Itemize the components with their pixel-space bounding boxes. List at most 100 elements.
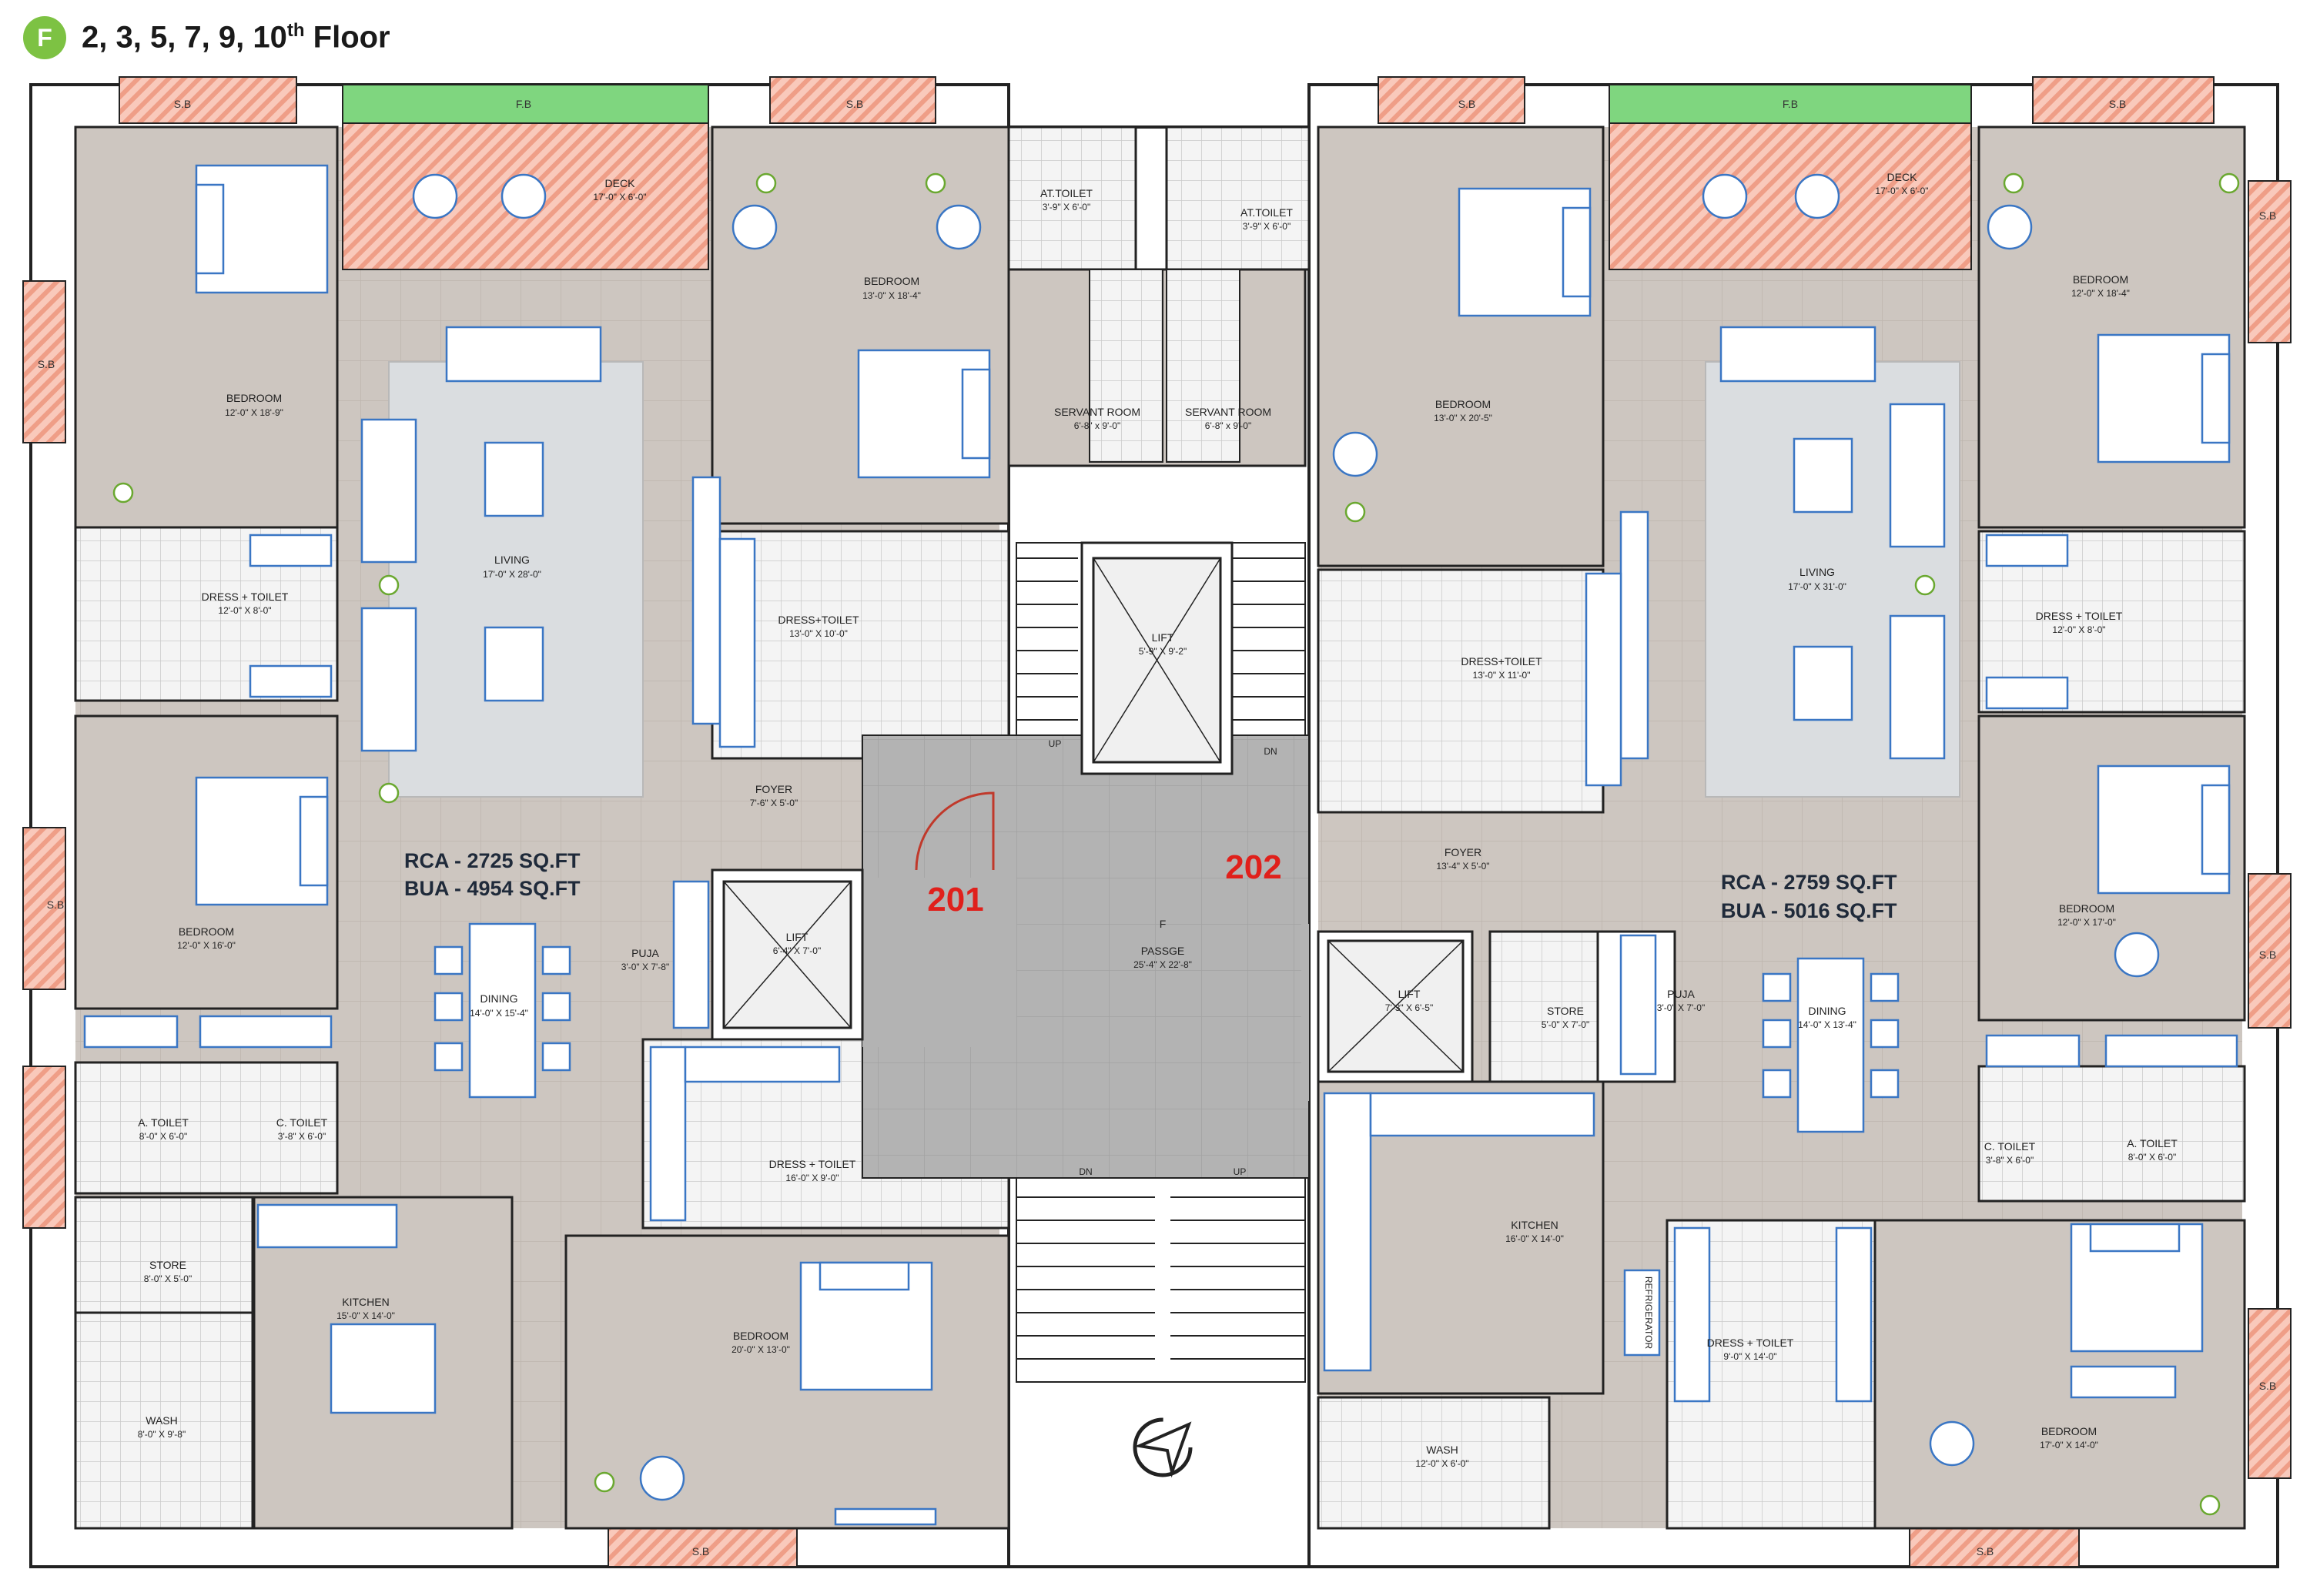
coffee-table-icon bbox=[1793, 437, 1853, 721]
sun-balcony bbox=[22, 1066, 66, 1229]
room-name: DINING bbox=[480, 992, 518, 1005]
kitchen-counter-icon bbox=[1323, 1092, 1595, 1372]
sun-balcony-label: S.B bbox=[174, 98, 192, 110]
room-name: DRESS + TOILET bbox=[2036, 610, 2123, 622]
floor-list: 2, 3, 5, 7, 9, 10 bbox=[82, 20, 287, 55]
sun-balcony bbox=[22, 280, 66, 443]
kitchen-counter-icon bbox=[256, 1203, 398, 1249]
room-name: BEDROOM bbox=[179, 925, 234, 938]
passage-floor-left-strip bbox=[862, 878, 1016, 1047]
bed-icon bbox=[1458, 187, 1592, 317]
room-name: BEDROOM bbox=[864, 275, 919, 287]
room-name: C. TOILET bbox=[276, 1116, 328, 1129]
wardrobe-icon bbox=[691, 476, 756, 748]
room-name: BEDROOM bbox=[1435, 398, 1491, 410]
sofa-icon bbox=[1889, 614, 1946, 760]
core-elements bbox=[711, 269, 1474, 1383]
sofa-icon bbox=[360, 607, 417, 752]
sun-balcony bbox=[2248, 873, 2292, 1029]
room-name: DRESS + TOILET bbox=[769, 1158, 856, 1170]
puja-icon bbox=[1619, 934, 1657, 1076]
room-name: BEDROOM bbox=[733, 1330, 788, 1342]
room-name: LIFT bbox=[1398, 988, 1421, 1000]
sun-balcony bbox=[2032, 76, 2215, 124]
room-size: 17'-0" X 28'-0" bbox=[483, 569, 541, 580]
room-size: 14'-0" X 13'-4" bbox=[1798, 1019, 1856, 1030]
room-size: 17'-0" X 31'-0" bbox=[1788, 581, 1846, 592]
room-size: 15'-0" X 14'-0" bbox=[336, 1310, 395, 1321]
room-size: 16'-0" X 9'-0" bbox=[785, 1173, 839, 1183]
room-name: SERVANT ROOM bbox=[1185, 406, 1271, 418]
deck bbox=[1609, 122, 1972, 270]
room-size: 17'-0" X 6'-0" bbox=[1875, 186, 1928, 196]
room-name: AT.TOILET bbox=[1240, 206, 1293, 219]
room-size: 6'-4" X 7'-0" bbox=[773, 945, 821, 956]
room-size: 14'-0" X 15'-4" bbox=[470, 1008, 528, 1019]
room-size: 12'-0" X 6'-0" bbox=[1415, 1458, 1468, 1469]
room-size: 3'-8" X 6'-0" bbox=[278, 1131, 326, 1142]
room-name: KITCHEN bbox=[1511, 1219, 1558, 1231]
servant-rooms bbox=[1089, 269, 1240, 463]
room-size: 8'-0" X 6'-0" bbox=[139, 1131, 187, 1142]
north-arrow-icon bbox=[1133, 1417, 1193, 1478]
sun-balcony-label: S.B bbox=[692, 1545, 710, 1558]
room-name: LIVING bbox=[1799, 566, 1835, 578]
balconies bbox=[22, 76, 2292, 1568]
flower-bed-label: F.B bbox=[516, 98, 531, 110]
bed-icon bbox=[195, 164, 329, 294]
sun-balcony-label: S.B bbox=[846, 98, 864, 110]
room-size: 13'-0" X 18'-4" bbox=[862, 290, 921, 301]
room-size: 13'-0" X 20'-5" bbox=[1434, 413, 1492, 423]
sun-balcony bbox=[119, 76, 297, 124]
bed-icon bbox=[195, 776, 329, 906]
room-name: PUJA bbox=[1667, 988, 1695, 1000]
plant-icon bbox=[112, 172, 2240, 1516]
room-name: SERVANT ROOM bbox=[1054, 406, 1140, 418]
room-labels: DECK 17'-0" X 6'-0" BEDROOM 12'-0" X 18'… bbox=[38, 98, 2277, 1558]
sun-balcony-label: S.B bbox=[1458, 98, 1476, 110]
sun-balcony-label: S.B bbox=[2259, 209, 2277, 222]
sun-balcony-label: S.B bbox=[47, 898, 65, 911]
room-size: 8'-0" X 5'-0" bbox=[144, 1273, 192, 1284]
room-name: C. TOILET bbox=[1984, 1140, 2036, 1153]
left-unit-number: 201 bbox=[927, 881, 983, 918]
room-size: 3'-9" X 6'-0" bbox=[1043, 202, 1090, 212]
room-size: 17'-0" X 6'-0" bbox=[593, 192, 646, 202]
armchair-icon bbox=[412, 173, 2160, 1501]
refrigerator-icon bbox=[1623, 1269, 1661, 1357]
sofa-icon bbox=[1889, 403, 1946, 548]
entrance-door-icon bbox=[915, 791, 995, 871]
room-size: 13'-0" X 10'-0" bbox=[789, 628, 848, 639]
sun-balcony-label: S.B bbox=[2109, 98, 2127, 110]
right-unit-rca: RCA - 2759 SQ.FT bbox=[1721, 871, 1897, 894]
left-lift bbox=[711, 868, 864, 1041]
room-size: 6'-8" x 9'-0" bbox=[1074, 420, 1120, 431]
bed-icon bbox=[2097, 333, 2231, 463]
dining-table-icon bbox=[434, 922, 571, 1099]
room-size: 13'-0" X 11'-0" bbox=[1473, 670, 1531, 681]
room-name: BEDROOM bbox=[2041, 1425, 2097, 1437]
flower-bed-label: F.B bbox=[1783, 98, 1798, 110]
room-size: 5'-0" X 7'-0" bbox=[1542, 1019, 1589, 1030]
room-size: 7'-3" X 6'-5" bbox=[1385, 1002, 1433, 1013]
sun-balcony bbox=[769, 76, 936, 124]
room-name: STORE bbox=[149, 1259, 186, 1271]
room-name: KITCHEN bbox=[342, 1296, 389, 1308]
room-name: PUJA bbox=[631, 947, 659, 959]
coffee-table-icon bbox=[484, 441, 544, 702]
room-name: PASSGE bbox=[1141, 945, 1185, 957]
wardrobe-icon bbox=[1985, 534, 2069, 710]
room-name: FOYER bbox=[1445, 846, 1481, 858]
room-size: 3'-8" X 6'-0" bbox=[1986, 1155, 2034, 1166]
room-size: 17'-0" X 14'-0" bbox=[2040, 1440, 2098, 1450]
refrigerator-label: REFRIGERATOR bbox=[1643, 1276, 1654, 1350]
room-size: 9'-0" X 14'-0" bbox=[1723, 1351, 1776, 1362]
sun-balcony bbox=[22, 827, 66, 990]
room-name: BEDROOM bbox=[2059, 902, 2114, 915]
stair-up-label: UP bbox=[1234, 1166, 1247, 1177]
room-name: DINING bbox=[1809, 1005, 1846, 1017]
left-unit-rca: RCA - 2725 SQ.FT bbox=[404, 849, 581, 872]
wardrobe-icon bbox=[249, 534, 333, 698]
bed-icon bbox=[857, 349, 991, 479]
